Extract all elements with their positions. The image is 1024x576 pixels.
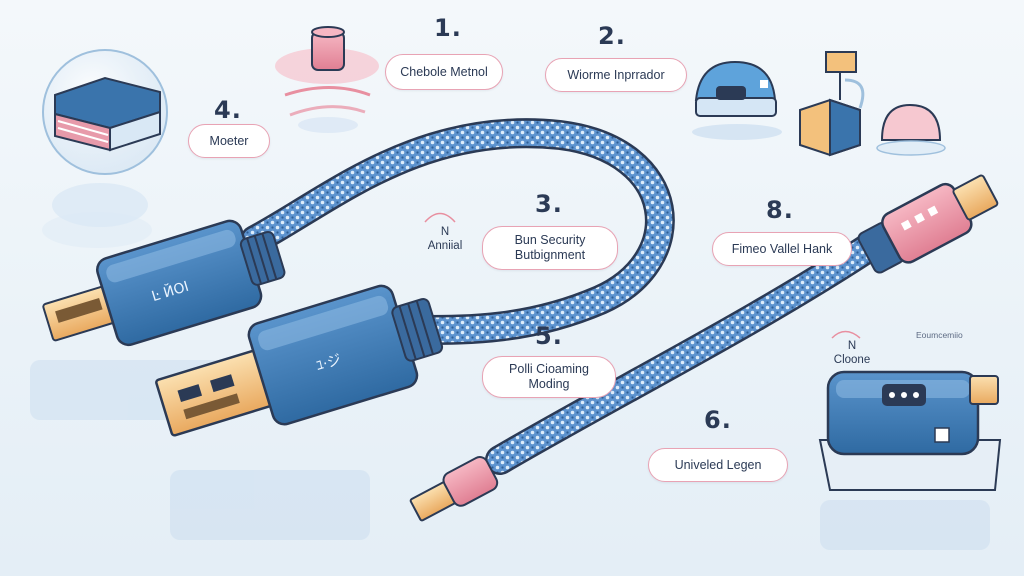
pink-spinner-icon xyxy=(275,26,379,133)
label-polli-line2: Moding xyxy=(528,377,570,391)
small-pink-connector xyxy=(409,456,499,522)
label-n-annial-line2: Anniial xyxy=(427,239,463,252)
usb-connector-upper: Ŀ ЙOI xyxy=(42,219,286,347)
label-chebole-metnol: Chebole Metnol xyxy=(385,54,503,90)
step-number-5: 5. xyxy=(535,322,563,350)
label-moeter: Moeter xyxy=(188,124,270,158)
label-n-cloone-line1: N xyxy=(847,340,857,352)
label-polli-cioaming: Polli Cioaming Moding xyxy=(482,356,616,398)
lower-connector-text: ﾕ·ジ xyxy=(314,352,343,375)
looping-braided-cable xyxy=(240,118,675,345)
label-n-cloone-line2: Cloone xyxy=(833,353,871,366)
usb-connector-lower: ﾕ·ジ xyxy=(155,284,444,437)
layered-block-sphere xyxy=(42,49,168,227)
label-bun-security-line1: Bun Security xyxy=(514,233,586,247)
step-number-2: 2. xyxy=(598,22,626,50)
bubble-n-annial xyxy=(424,212,456,223)
label-wiorme-inprrador: Wiorme Inprrador xyxy=(545,58,687,92)
blue-port-device xyxy=(818,370,1002,491)
pink-dome-icon xyxy=(876,103,946,156)
step-number-3: 3. xyxy=(535,190,563,218)
step-number-4: 4. xyxy=(214,96,242,124)
label-polli-line1: Polli Cioaming xyxy=(509,362,589,376)
label-bun-security-line2: Butbignment xyxy=(514,248,586,262)
label-n-annial-line1: N xyxy=(440,226,450,238)
diagonal-braided-cable xyxy=(485,225,895,475)
blue-capsule-icon xyxy=(692,60,782,140)
label-eoumcemiio: Eoumcemiio xyxy=(916,330,963,340)
step-number-6: 6. xyxy=(704,406,732,434)
pink-connector-right xyxy=(857,174,999,274)
bubble-n-cloone xyxy=(831,330,861,339)
step-number-8: 8. xyxy=(766,196,794,224)
label-univeled-legen: Univeled Legen xyxy=(648,448,788,482)
step-number-1: 1. xyxy=(434,14,462,42)
label-n-cloone: N Cloone xyxy=(822,340,882,368)
label-fimeo-vallel-hank: Fimeo Vallel Hank xyxy=(712,232,852,266)
label-bun-security: Bun Security Butbignment xyxy=(482,226,618,270)
stacked-cubes-icon xyxy=(799,51,865,157)
label-n-annial: N Anniial xyxy=(410,226,480,254)
